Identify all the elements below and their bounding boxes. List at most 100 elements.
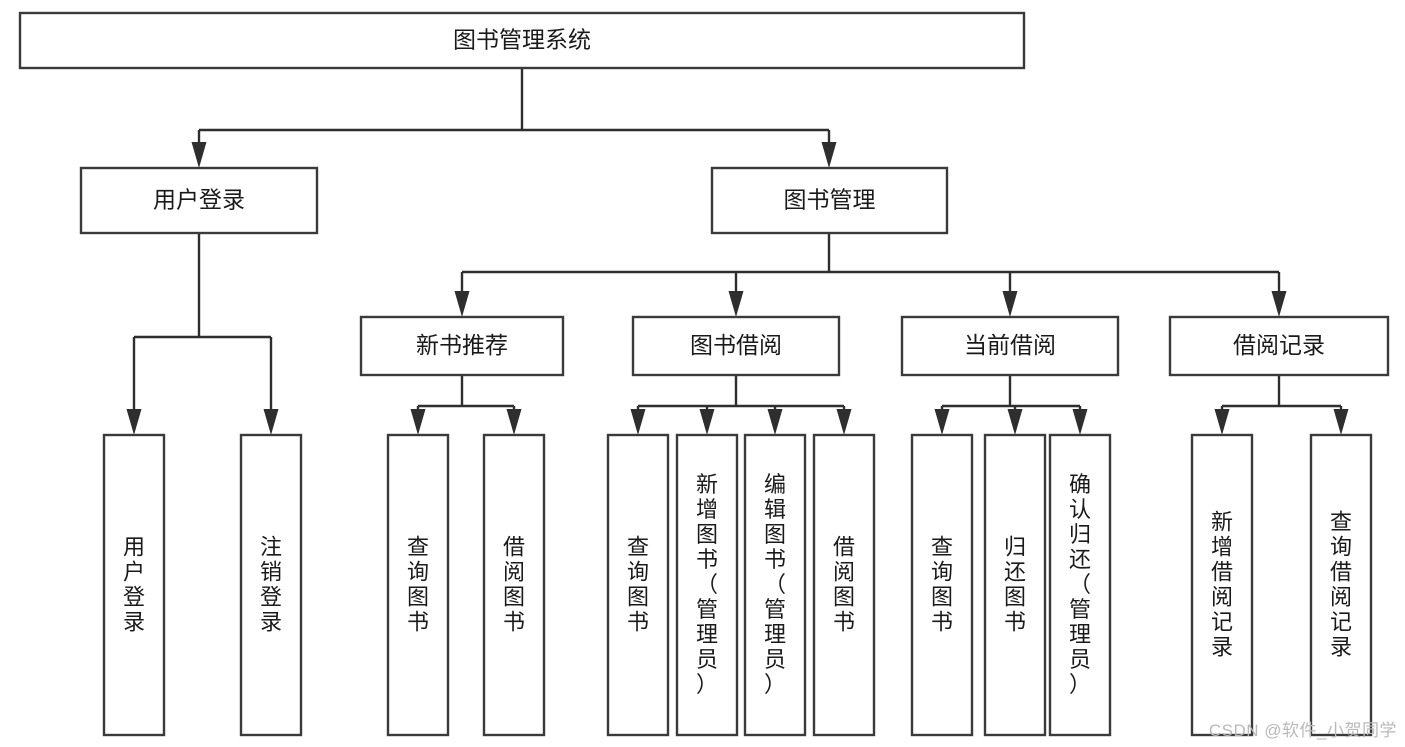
node-label-char: 查: [931, 535, 953, 560]
arrow-head-icon: [506, 409, 522, 435]
node-box: [812, 433, 876, 737]
node-box: [1168, 315, 1390, 377]
node-box: [386, 433, 450, 737]
node-label-char: 询: [1330, 535, 1352, 560]
node-label-char: 新: [1211, 510, 1233, 535]
node-box: [1190, 433, 1254, 737]
node-label-char: 书: [833, 610, 855, 635]
node-label-char: 理: [696, 622, 718, 647]
node-level2-图书借阅[interactable]: 图书借阅: [631, 315, 841, 377]
node-label-char: 归: [1004, 535, 1026, 560]
node-label-char: 理: [1069, 622, 1091, 647]
node-box: [710, 166, 949, 235]
node-label-char: 还: [1069, 547, 1091, 572]
arrow-head-icon: [410, 409, 426, 435]
arrow-head-icon: [1072, 409, 1088, 435]
arrow-head-icon: [1002, 291, 1018, 317]
node-box: [631, 315, 841, 377]
node-label-char: 辑: [764, 497, 786, 522]
node-label: 当前借阅: [964, 332, 1056, 358]
node-box: [910, 433, 974, 737]
node-level2-借阅记录[interactable]: 借阅记录: [1168, 315, 1390, 377]
connector-records-to-leaves: [1214, 375, 1349, 435]
arrow-head-icon: [821, 142, 837, 168]
node-box: [482, 433, 546, 737]
node-label-char: 阅: [1330, 585, 1352, 610]
node-box: [239, 433, 303, 737]
node-label-char: 销: [260, 560, 282, 585]
connector-books-to-level2: [454, 233, 1287, 317]
node-label-char: 图: [833, 585, 855, 610]
node-label-char: 管: [696, 597, 718, 622]
node-label-char: 借: [833, 535, 855, 560]
node-root-图书管理系统[interactable]: 图书管理系统: [18, 11, 1026, 70]
node-label-char: 图: [627, 585, 649, 610]
node-box: [900, 315, 1120, 377]
node-label: 图书借阅: [690, 332, 782, 358]
connector-newbooks-to-leaves: [410, 375, 522, 435]
node-label-char: 阅: [503, 560, 525, 585]
connector-root-to-level1: [191, 68, 837, 168]
arrow-head-icon: [934, 409, 950, 435]
arrow-head-icon: [1007, 409, 1023, 435]
node-label-char: 图: [503, 585, 525, 610]
node-label-char: 书: [1004, 610, 1026, 635]
node-box: [743, 433, 807, 737]
node-label-char: 书: [407, 610, 429, 635]
node-label: 图书管理系统: [453, 27, 591, 53]
node-level2-当前借阅[interactable]: 当前借阅: [900, 315, 1120, 377]
node-label-char: 书: [764, 547, 786, 572]
connector-login-to-leaves: [126, 233, 279, 435]
node-level2-新书推荐[interactable]: 新书推荐: [359, 315, 565, 377]
node-label-char: 图: [931, 585, 953, 610]
node-box: [79, 166, 319, 235]
node-label-char: 询: [627, 560, 649, 585]
node-label: 借阅记录: [1233, 332, 1325, 358]
node-label-char: 录: [123, 610, 145, 635]
node-box: [102, 433, 166, 737]
node-label-char: 管: [764, 597, 786, 622]
node-label-char: 员: [1069, 647, 1091, 672]
node-label-char: 录: [260, 610, 282, 635]
node-label-char: 书: [503, 610, 525, 635]
arrow-head-icon: [126, 409, 142, 435]
arrow-head-icon: [836, 409, 852, 435]
node-leaf-用户登录[interactable]: 用户登录: [102, 433, 166, 737]
node-label-char: 借: [1330, 560, 1352, 585]
node-label-char: 确: [1069, 472, 1091, 497]
node-label-char: 员: [696, 647, 718, 672]
node-box: [1048, 433, 1112, 737]
node-box: [606, 433, 670, 737]
arrow-head-icon: [454, 291, 470, 317]
node-box: [18, 11, 1026, 70]
connector-layer: [126, 68, 1349, 435]
node-level1-用户登录[interactable]: 用户登录: [79, 166, 319, 235]
node-label-char: ）: [764, 672, 786, 697]
arrow-head-icon: [767, 409, 783, 435]
node-label-char: 图: [407, 585, 429, 610]
node-box: [1309, 433, 1373, 737]
node-label-char: 员: [764, 647, 786, 672]
arrow-head-icon: [263, 409, 279, 435]
arrow-head-icon: [1333, 409, 1349, 435]
arrow-head-icon: [1214, 409, 1230, 435]
node-label-char: 增: [1211, 535, 1233, 560]
node-label-char: （: [764, 572, 786, 597]
node-box: [983, 433, 1047, 737]
node-level1-图书管理[interactable]: 图书管理: [710, 166, 949, 235]
arrow-head-icon: [630, 409, 646, 435]
